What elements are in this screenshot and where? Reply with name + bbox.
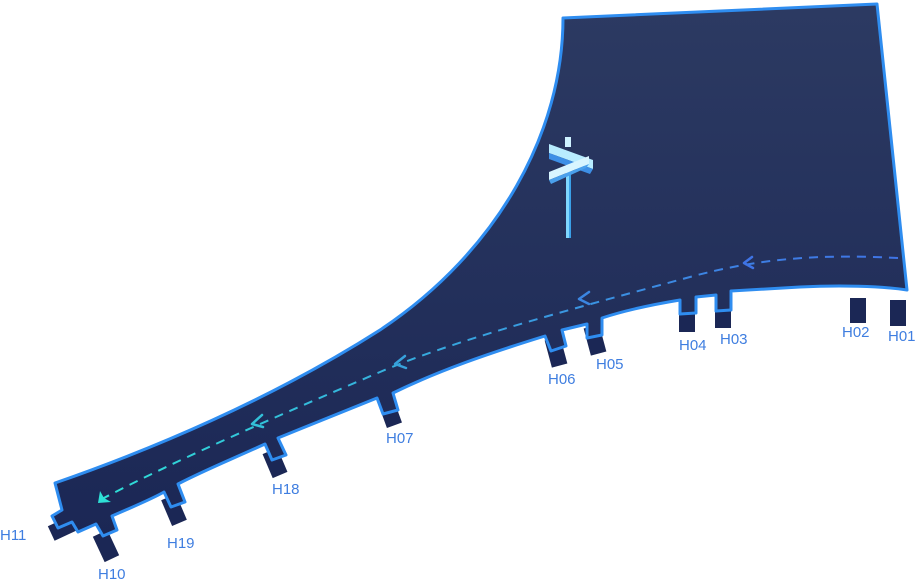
gate-label-h05[interactable]: H05 [596,356,624,373]
route-arrow-icon [742,255,755,270]
gate-label-h18[interactable]: H18 [272,481,300,498]
route-arrow-icon [577,290,591,306]
route-arrows [250,255,755,429]
signpost-cap [565,137,571,147]
gate-label-h06[interactable]: H06 [548,371,576,388]
gate-label-h10[interactable]: H10 [98,566,126,583]
gate-label-h03[interactable]: H03 [720,331,748,348]
signpost-pole [566,168,571,238]
gate-label-h02[interactable]: H02 [842,324,870,341]
route-arrow-icon [393,354,408,370]
walking-route [99,255,899,501]
gate-label-h07[interactable]: H07 [386,430,414,447]
gate-stub-h01[interactable] [890,300,906,326]
gate-label-h11[interactable]: H11 [0,527,27,544]
gate-label-h01[interactable]: H01 [888,328,916,345]
gate-label-h04[interactable]: H04 [679,337,707,354]
signpost-arm-2 [549,156,589,180]
gate-label-h19[interactable]: H19 [167,535,195,552]
concourse-area [50,2,909,538]
route-arrow-icon [250,413,265,429]
route-end-arrow-icon [98,491,111,503]
signpost-pole-shade [569,168,571,238]
gate-stub-h10[interactable] [92,529,120,563]
gate-stub-h02[interactable] [850,298,866,323]
signpost-icon [549,137,593,238]
signpost-arm-2-shade [549,164,589,184]
